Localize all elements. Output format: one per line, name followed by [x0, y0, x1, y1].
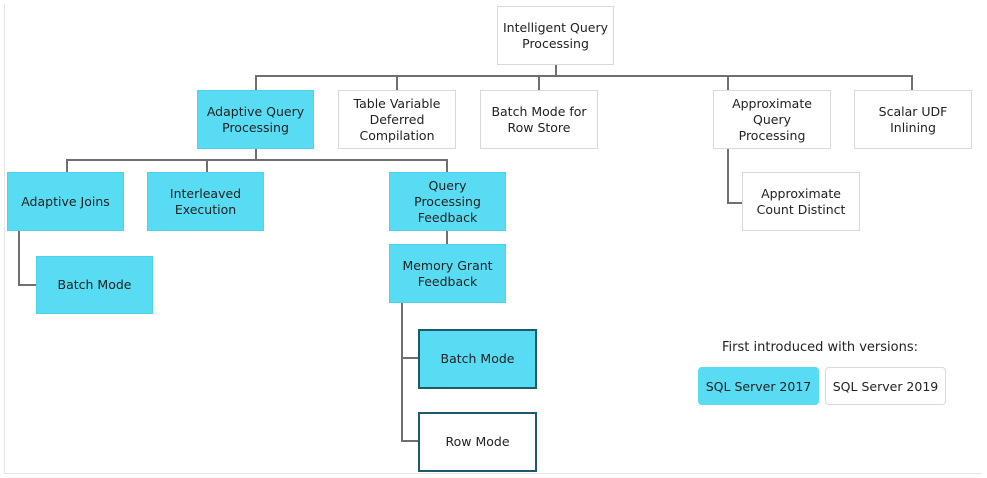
connector-to-adaptive-qp: [255, 75, 257, 90]
node-label: Approximate Query Processing: [732, 95, 812, 143]
connector-memory-to-batch: [401, 357, 418, 359]
legend-title: First introduced with versions:: [722, 340, 918, 355]
node-adaptive-joins: Adaptive Joins: [7, 172, 124, 231]
node-label: Adaptive Joins: [21, 193, 110, 209]
legend-label: SQL Server 2019: [832, 378, 939, 394]
node-query-processing-feedback: Query Processing Feedback: [389, 172, 506, 231]
node-label: Approximate Count Distinct: [756, 185, 846, 217]
node-interleaved-execution: Interleaved Execution: [147, 172, 264, 231]
node-batch-mode-row-store: Batch Mode for Row Store: [480, 90, 598, 149]
connector-to-approx-qp: [727, 75, 729, 90]
connector-to-qp-feedback: [446, 159, 448, 172]
connector-approx-vertical: [727, 148, 729, 204]
legend-sql-server-2017: SQL Server 2017: [698, 367, 819, 405]
node-memory-grant-feedback: Memory Grant Feedback: [389, 244, 506, 303]
node-approximate-query-processing: Approximate Query Processing: [713, 90, 831, 149]
node-label: Memory Grant Feedback: [402, 257, 493, 289]
connector-approx-horizontal: [727, 202, 742, 204]
connector-to-scalar-udf: [911, 75, 913, 90]
node-table-variable-deferred-compilation: Table Variable Deferred Compilation: [338, 90, 456, 149]
connector-to-table-variable: [396, 75, 398, 90]
connector-memory-to-row: [401, 440, 418, 442]
node-approximate-count-distinct: Approximate Count Distinct: [742, 172, 860, 231]
connector-adaptive-bus: [66, 159, 448, 161]
node-label: Intelligent Query Processing: [502, 19, 609, 51]
connector-memory-vertical: [401, 302, 403, 442]
connector-root-down: [555, 64, 557, 76]
diagram-frame: [4, 4, 982, 474]
node-adaptive-query-processing: Adaptive Query Processing: [197, 90, 314, 149]
connector-joins-to-batch-h: [18, 284, 36, 286]
connector-to-interleaved: [206, 159, 208, 172]
connector-level1-bus: [255, 75, 913, 77]
connector-feedback-to-memory: [446, 230, 448, 244]
node-label: Batch Mode for Row Store: [491, 103, 587, 135]
node-batch-mode-memory-grant: Batch Mode: [418, 329, 537, 389]
connector-to-batch-row-store: [538, 75, 540, 90]
node-intelligent-query-processing: Intelligent Query Processing: [497, 6, 614, 65]
legend-sql-server-2019: SQL Server 2019: [825, 367, 946, 405]
connector-joins-to-batch-v: [18, 230, 20, 286]
node-batch-mode-adaptive-joins: Batch Mode: [36, 256, 153, 314]
node-label: Batch Mode: [57, 277, 132, 292]
node-label: Adaptive Query Processing: [206, 103, 305, 135]
node-scalar-udf-inlining: Scalar UDF Inlining: [854, 90, 972, 149]
node-label: Row Mode: [445, 434, 510, 449]
connector-to-adaptive-joins: [66, 159, 68, 172]
node-label: Interleaved Execution: [169, 185, 242, 217]
node-label: Query Processing Feedback: [414, 177, 481, 225]
node-label: Batch Mode: [440, 351, 515, 366]
connector-adaptive-down: [255, 148, 257, 160]
node-row-mode-memory-grant: Row Mode: [418, 412, 537, 472]
node-label: Table Variable Deferred Compilation: [353, 95, 441, 143]
legend-label: SQL Server 2017: [705, 378, 812, 394]
node-label: Scalar UDF Inlining: [878, 103, 948, 135]
